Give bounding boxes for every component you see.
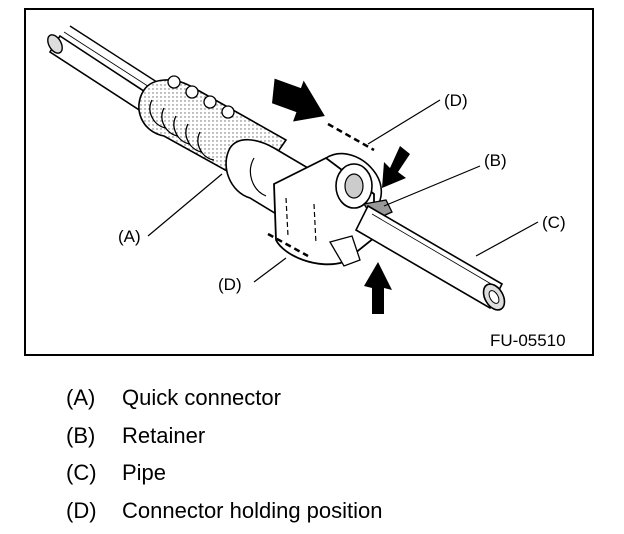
legend-key: (D) [66,497,97,525]
legend-text: Connector holding position [122,497,383,525]
legend-text: Pipe [122,459,166,487]
callout-b: (B) [484,151,507,170]
quick-connector-diagram: (A) (B) (C) (D) (D) FU-05510 [24,8,594,356]
legend-item: (A) Quick connector [66,384,606,422]
legend-key: (A) [66,384,95,412]
legend-key: (B) [66,422,95,450]
callout-a: (A) [118,227,141,246]
legend-key: (C) [66,459,97,487]
figure-id: FU-05510 [490,331,566,350]
legend-item: (B) Retainer [66,422,606,460]
callout-d-top: (D) [444,91,468,110]
legend: (A) Quick connector (B) Retainer (C) Pip… [66,384,606,534]
callout-d-bottom: (D) [218,275,242,294]
legend-text: Retainer [122,422,205,450]
legend-text: Quick connector [122,384,281,412]
legend-item: (D) Connector holding position [66,497,606,534]
callout-c: (C) [542,213,566,232]
legend-item: (C) Pipe [66,459,606,497]
figure-panel: (A) (B) (C) (D) (D) FU-05510 [24,8,594,356]
